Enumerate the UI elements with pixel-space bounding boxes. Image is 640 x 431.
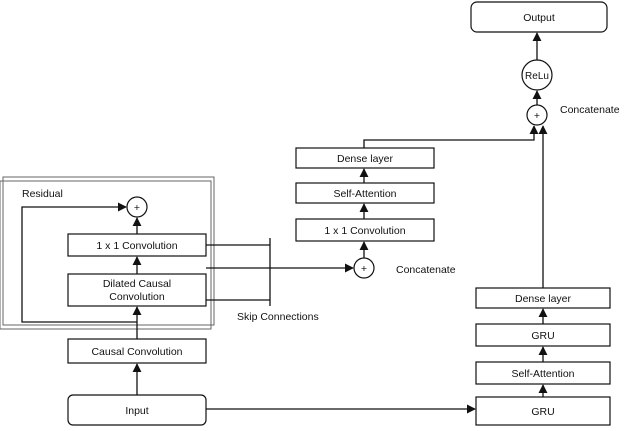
residual-label: Residual (22, 188, 63, 200)
self-attention-mid-node (295, 182, 435, 204)
conv-1x1-mid-label: 1 x 1 Convolution (324, 225, 405, 237)
concatenate-top-symbol: + (534, 110, 540, 122)
residual-connection-path (21, 202, 137, 323)
gru-bottom-node (475, 396, 611, 426)
dense-mid-node (295, 147, 435, 169)
residual-block-frame-front (0, 180, 212, 330)
dense-right-label: Dense layer (515, 293, 572, 305)
arrow-dense-mid-to-concat-top (363, 125, 539, 148)
residual-add-symbol: + (134, 202, 140, 214)
conv-1x1-left-label: 1 x 1 Convolution (96, 240, 177, 252)
concatenate-top-label: Concatenate (560, 104, 620, 116)
causal-convolution-label: Causal Convolution (91, 346, 182, 358)
conv-1x1-mid-node (295, 218, 435, 242)
relu-label: ReLu (525, 71, 549, 82)
gru-bottom-label: GRU (531, 406, 554, 418)
causal-convolution-node (67, 338, 207, 364)
dense-mid-label: Dense layer (337, 153, 394, 165)
self-attention-right-label: Self-Attention (511, 368, 574, 380)
output-label: Output (523, 12, 555, 24)
residual-block-frame-back (2, 176, 215, 326)
input-label: Input (125, 405, 148, 417)
self-attention-mid-label: Self-Attention (333, 188, 396, 200)
dilated-conv-label-line1: Dilated Causal (103, 278, 171, 290)
concatenate-mid-symbol: + (361, 263, 367, 275)
skip-connections-label: Skip Connections (237, 311, 319, 323)
output-node (470, 1, 608, 33)
dilated-conv-label-line2: Convolution (109, 291, 165, 303)
concatenate-mid-label: Concatenate (396, 264, 456, 276)
gru-mid-label: GRU (531, 330, 554, 342)
residual-add-node (126, 196, 148, 218)
dilated-causal-convolution-node (67, 273, 207, 307)
